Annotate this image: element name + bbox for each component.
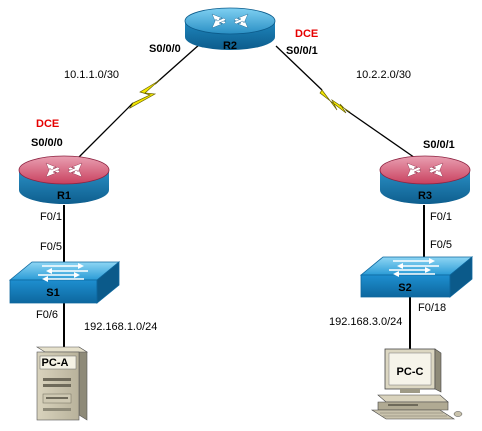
r1-port-f01-label: F0/1 — [40, 211, 62, 223]
router-icon — [379, 155, 471, 204]
router-icon — [18, 155, 110, 204]
switch-s2-label: S2 — [398, 282, 411, 294]
r2-port-s001-label: S0/0/1 — [286, 45, 318, 57]
switch-icon — [8, 261, 121, 304]
s2-port-f018-label: F0/18 — [418, 302, 446, 314]
serial-link-r2-r3 — [275, 45, 419, 161]
switch-s1-label: S1 — [46, 287, 59, 299]
r3-port-s001-label: S0/0/1 — [423, 139, 455, 151]
pc-a-label: PC-A — [42, 357, 69, 369]
switch-s1[interactable]: S1 — [8, 261, 121, 304]
router-r1[interactable]: R1 — [18, 155, 110, 204]
router-r1-label: R1 — [57, 190, 71, 202]
network-s1-pca-label: 192.168.1.0/24 — [84, 321, 157, 333]
r1-dce-label: DCE — [36, 118, 59, 130]
r1-port-s000-label: S0/0/0 — [31, 137, 63, 149]
network-s2-pcc-label: 192.168.3.0/24 — [329, 316, 402, 328]
serial-link-r1-r2 — [77, 43, 201, 159]
s2-port-f05-label: F0/5 — [430, 239, 452, 251]
switch-icon — [359, 256, 474, 298]
router-r2[interactable]: R2 — [184, 7, 276, 52]
router-r3[interactable]: R3 — [379, 155, 471, 204]
r2-port-s000-label: S0/0/0 — [149, 43, 181, 55]
network-r2-r3-label: 10.2.2.0/30 — [356, 69, 411, 81]
router-icon — [184, 7, 276, 50]
pc-a[interactable]: PC-A — [35, 346, 89, 421]
switch-s2[interactable]: S2 — [359, 256, 474, 298]
desktop-computer-icon — [370, 348, 463, 420]
r3-port-f01-label: F0/1 — [430, 211, 452, 223]
pc-c[interactable]: PC-C — [370, 348, 463, 420]
s1-port-f05-label: F0/5 — [40, 241, 62, 253]
network-r1-r2-label: 10.1.1.0/30 — [64, 69, 119, 81]
router-r3-label: R3 — [418, 190, 432, 202]
pc-c-label: PC-C — [397, 366, 424, 378]
r2-dce-label: DCE — [295, 28, 318, 40]
router-r2-label: R2 — [223, 40, 237, 52]
s1-port-f06-label: F0/6 — [36, 309, 58, 321]
pc-tower-icon — [35, 346, 89, 421]
